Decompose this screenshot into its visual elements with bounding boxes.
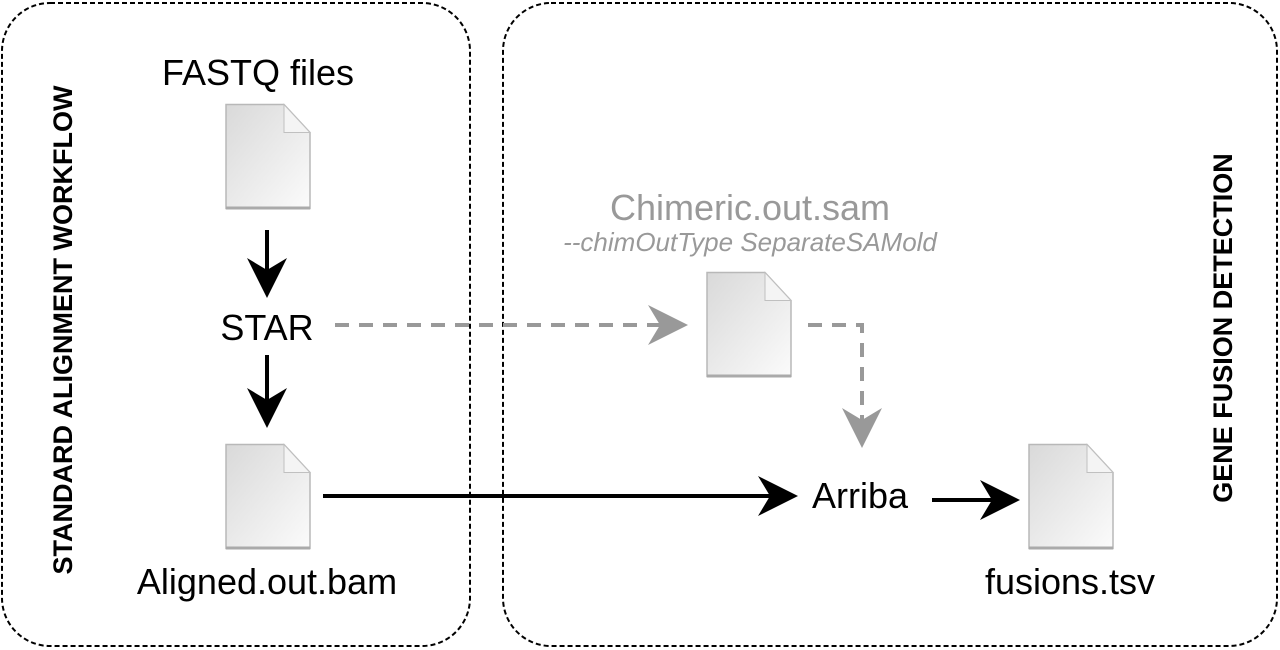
arriba-label: Arriba — [812, 475, 909, 516]
edge-chimeric-arriba — [808, 323, 882, 448]
panel-gene-fusion — [502, 2, 1278, 647]
star-label: STAR — [220, 307, 313, 348]
fusions-file-icon — [1028, 443, 1114, 551]
fastq-file-icon — [225, 103, 311, 211]
panel-title-gene-fusion: GENE FUSION DETECTION — [1208, 153, 1238, 503]
fastq-label: FASTQ files — [162, 52, 354, 93]
panel-standard-alignment — [1, 2, 471, 647]
aligned-file-icon — [225, 443, 311, 551]
chimeric-file-icon — [706, 271, 792, 379]
aligned-label: Aligned.out.bam — [137, 561, 397, 602]
chimeric-sublabel: --chimOutType SeparateSAMold — [563, 227, 938, 257]
panel-title-standard-alignment: STANDARD ALIGNMENT WORKFLOW — [48, 85, 78, 574]
fusions-label: fusions.tsv — [985, 561, 1155, 602]
chimeric-label: Chimeric.out.sam — [610, 187, 890, 228]
